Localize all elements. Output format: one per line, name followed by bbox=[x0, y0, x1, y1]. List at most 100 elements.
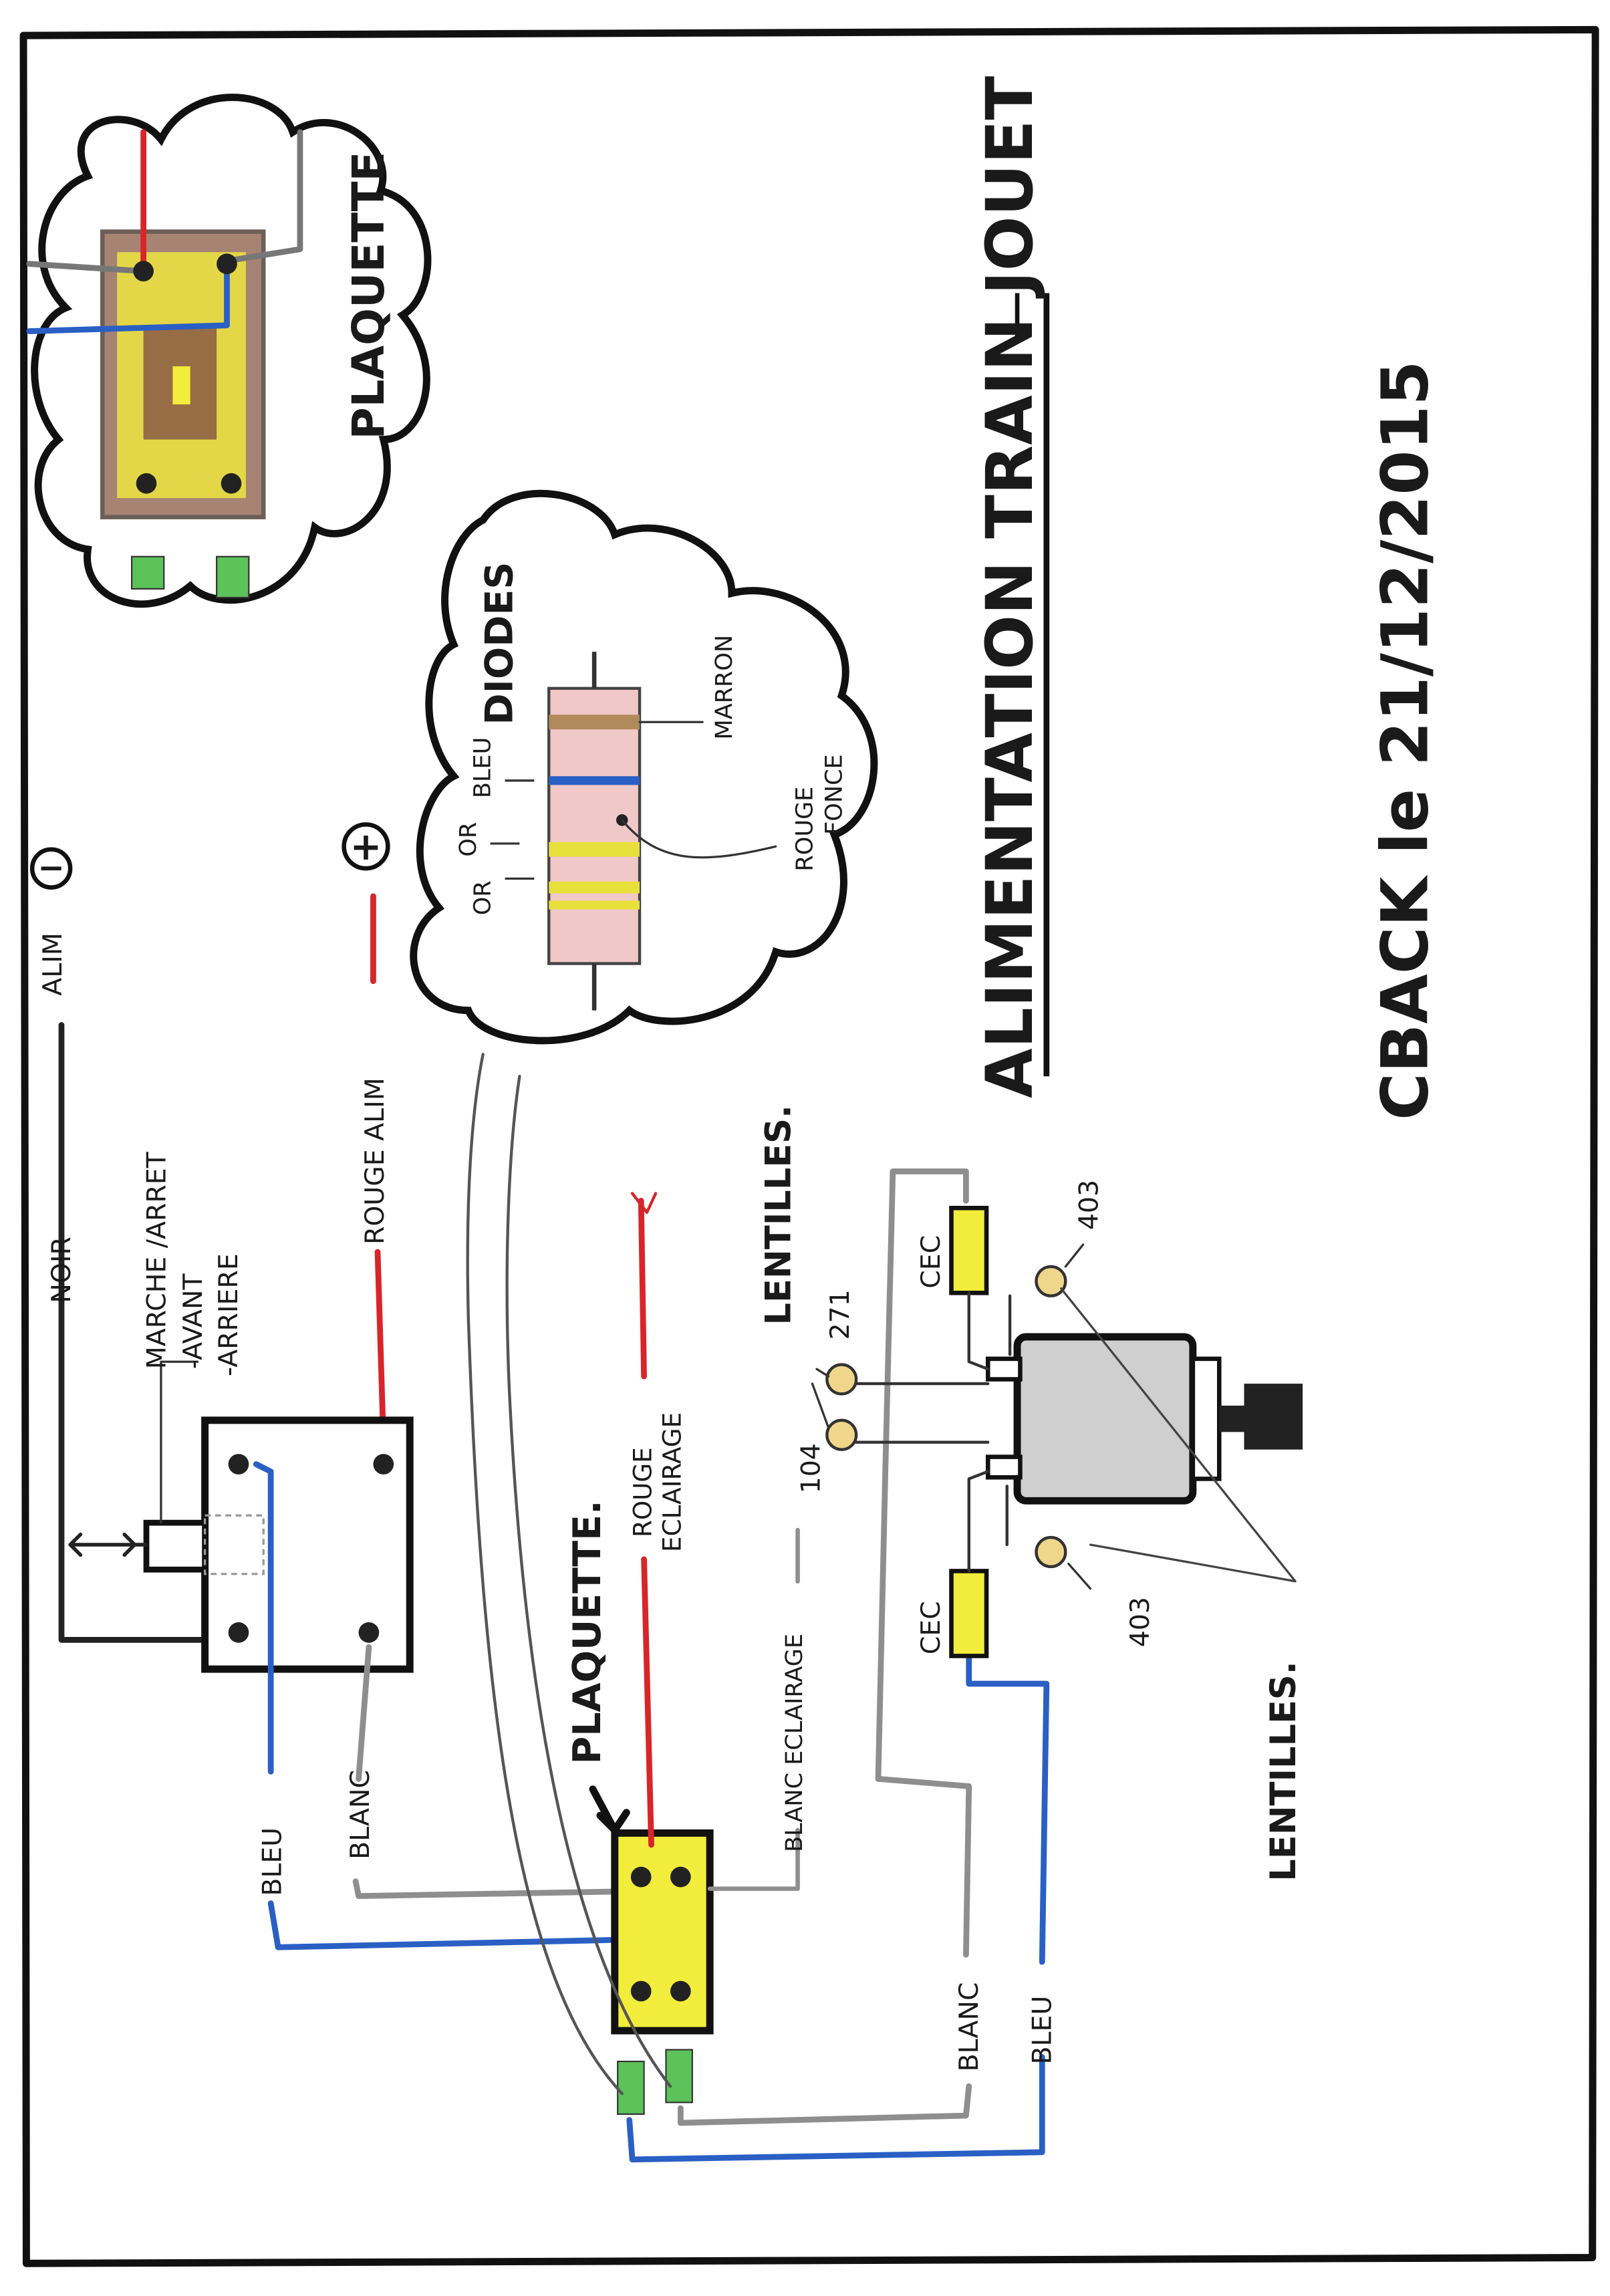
lens-403-bottom-label: 403 bbox=[1125, 1597, 1156, 1647]
band-brown bbox=[549, 715, 640, 730]
blanc-wire-motor bbox=[677, 1168, 972, 2126]
board-label: PLAQUETTE. bbox=[565, 1500, 610, 1764]
lentilles-top-label: LENTILLES. bbox=[759, 1105, 799, 1325]
blanc-eclairage-wire bbox=[707, 1527, 800, 1891]
arriere-label: -ARRIERE bbox=[213, 1253, 244, 1376]
blanc-label-motor: BLANC bbox=[954, 1983, 984, 2072]
reverser-switch: MARCHE /ARRET -AVANT -ARRIERE bbox=[68, 1151, 414, 1673]
band-label-fonce: FONCE bbox=[820, 754, 847, 835]
cec-top-label: CEC bbox=[916, 1235, 946, 1289]
motor-shaft bbox=[1219, 1405, 1249, 1432]
cec-top bbox=[949, 1206, 989, 1295]
board-diode bbox=[617, 2060, 645, 2115]
detail-grey-wire bbox=[26, 129, 303, 275]
board-terminal bbox=[630, 1981, 652, 2002]
detail-board-slot bbox=[172, 366, 190, 404]
motor-tab bbox=[985, 1454, 1023, 1480]
detail-terminal bbox=[133, 261, 154, 282]
band-label-bleu: BLEU bbox=[469, 737, 497, 798]
lentilles-bottom-label: LENTILLES. bbox=[1263, 1661, 1304, 1881]
page-frame bbox=[19, 25, 1599, 2267]
detail-blue-wire bbox=[26, 261, 230, 334]
lens-271 bbox=[825, 1363, 858, 1396]
diodes-label: DIODES bbox=[478, 562, 522, 725]
motor-internal-wire bbox=[847, 1291, 1012, 1573]
switch-lever bbox=[143, 1519, 208, 1573]
band-label-or-1: OR bbox=[469, 880, 497, 915]
detail-terminal bbox=[217, 253, 237, 275]
board-body bbox=[611, 1829, 714, 2035]
band-blue bbox=[549, 776, 640, 785]
switch-terminal bbox=[373, 1454, 394, 1475]
lentilles-pointer bbox=[1060, 1287, 1297, 1583]
lens-403-bottom bbox=[1035, 1535, 1067, 1569]
bleu-label-motor: BLEU bbox=[1027, 1996, 1057, 2065]
band-gold bbox=[549, 881, 640, 894]
switch-terminal bbox=[228, 1454, 249, 1475]
lens-pointer bbox=[811, 1243, 1092, 1590]
board-terminal bbox=[670, 1981, 691, 2002]
alim-label-minus: ALIM bbox=[37, 932, 68, 996]
detail-terminal bbox=[136, 473, 157, 494]
page-title: ALIMENTATION TRAIN JOUET bbox=[972, 76, 1047, 1098]
lens-104-label: 104 bbox=[795, 1443, 826, 1493]
switch-terminal bbox=[228, 1622, 249, 1643]
lens-403-top-label: 403 bbox=[1074, 1180, 1105, 1230]
plaquette-detail-cloud: PLAQUETTE bbox=[26, 94, 432, 608]
switch-arrow bbox=[68, 1532, 148, 1557]
board-pointer-arrow bbox=[589, 1785, 630, 1834]
rouge-alim-wire bbox=[370, 893, 387, 1446]
cloud-outline bbox=[410, 489, 878, 1045]
switch-terminal bbox=[358, 1622, 380, 1643]
board-terminal bbox=[630, 1866, 652, 1888]
rouge-fonce-pointer bbox=[621, 819, 777, 859]
diodes-cloud: OR OR BLEU MARRON ROUGE FONCE DIODES bbox=[410, 489, 878, 1045]
bleu-wire-switch bbox=[253, 1461, 618, 1950]
rouge-eclairage-arrow bbox=[630, 1192, 658, 1215]
detail-diode-green bbox=[131, 555, 165, 590]
motor-gear bbox=[1244, 1384, 1303, 1450]
main-board: PLAQUETTE. bbox=[565, 1500, 714, 2115]
minus-symbol-circle bbox=[29, 847, 73, 890]
motor-tab bbox=[985, 1356, 1023, 1382]
marche-arret-label: MARCHE /ARRET bbox=[141, 1151, 172, 1369]
band-gold bbox=[549, 842, 640, 857]
blanc-label-switch: BLANC bbox=[345, 1770, 376, 1860]
switch-lever-dash bbox=[203, 1514, 265, 1575]
detail-diode-green bbox=[216, 555, 250, 599]
bleu-label-switch: BLEU bbox=[257, 1827, 287, 1896]
board-terminal bbox=[670, 1866, 691, 1888]
band-gold bbox=[549, 900, 640, 910]
cec-bottom-label: CEC bbox=[916, 1601, 946, 1654]
avant-label: -AVANT bbox=[178, 1273, 209, 1370]
minus-symbol: − bbox=[37, 850, 64, 887]
board-to-diodes-wire bbox=[505, 1075, 672, 2088]
cec-bottom bbox=[949, 1569, 989, 1658]
author-date: CBACK le 21/12/2015 bbox=[1367, 361, 1442, 1120]
noir-wire bbox=[58, 1022, 215, 1643]
lens-271-label: 271 bbox=[825, 1289, 855, 1340]
rouge-eclairage-wire bbox=[638, 1197, 654, 1848]
rouge-eclairage-label-1: ROUGE bbox=[628, 1447, 658, 1537]
switch-pointer bbox=[160, 1360, 199, 1524]
band-label-marron: MARRON bbox=[710, 635, 738, 740]
rouge-eclairage-label-2: ECLAIRAGE bbox=[657, 1412, 686, 1552]
bleu-wire-motor bbox=[626, 1651, 1050, 2163]
lens-403-top bbox=[1035, 1265, 1067, 1297]
detail-terminal bbox=[221, 473, 242, 494]
band-label-or-2: OR bbox=[454, 822, 482, 857]
plus-symbol-circle bbox=[342, 822, 390, 871]
plaquette-detail-label: PLAQUETTE bbox=[344, 152, 394, 440]
noir-label: NOIR bbox=[46, 1237, 77, 1303]
rouge-alim-label: ROUGE ALIM bbox=[360, 1077, 390, 1245]
board-to-diodes-wire bbox=[466, 1053, 624, 2095]
plus-symbol: + bbox=[350, 825, 382, 869]
lens-104 bbox=[825, 1418, 858, 1451]
motor-end bbox=[1190, 1356, 1222, 1481]
motor-assembly: CEC CEC 271 104 403 403 bbox=[795, 1180, 1303, 1658]
blanc-eclairage-label: BLANC ECLAIRAGE bbox=[781, 1634, 808, 1852]
board-diode bbox=[665, 2049, 693, 2103]
title-block: ALIMENTATION TRAIN JOUET CBACK le 21/12/… bbox=[972, 76, 1442, 1120]
band-label-rouge: ROUGE bbox=[791, 787, 818, 872]
